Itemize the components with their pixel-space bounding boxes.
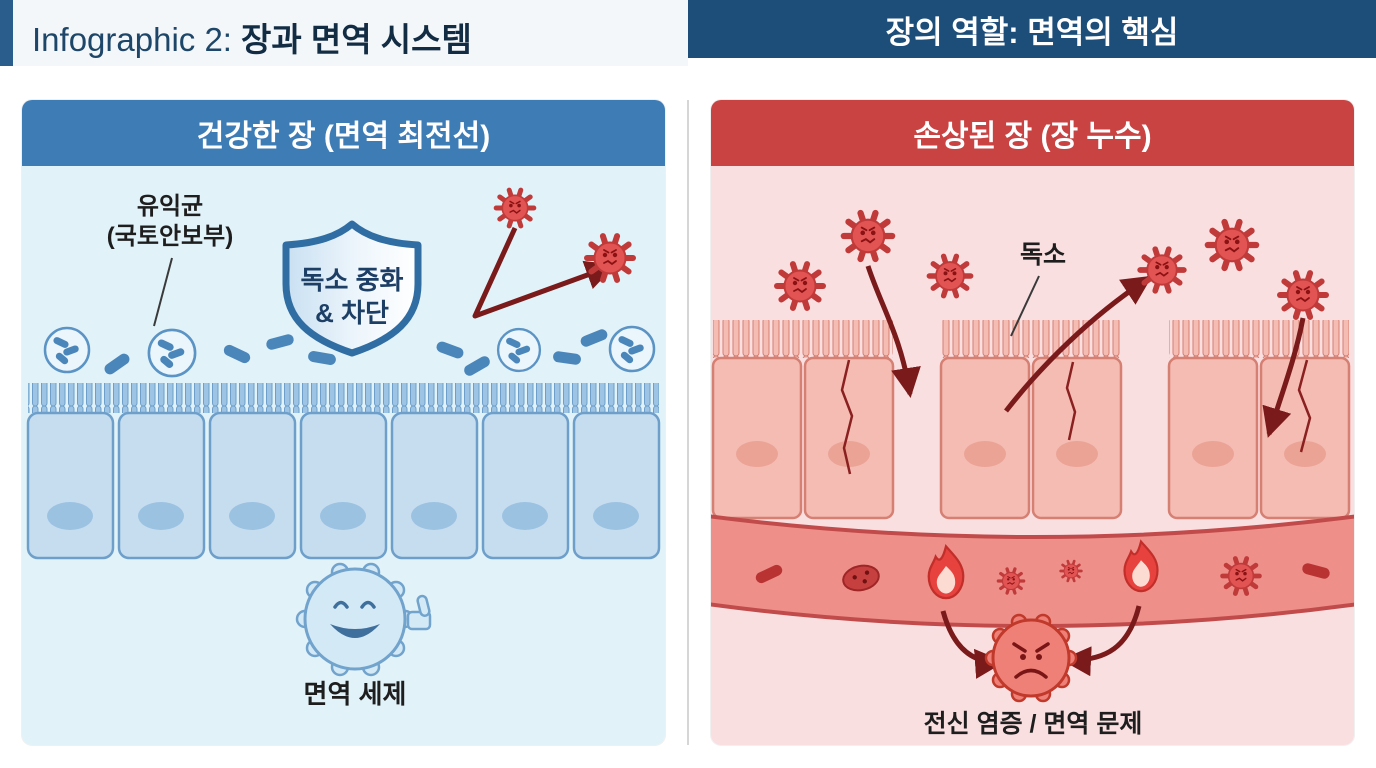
damaged-gut-panel: 손상된 장 (장 누수) (711, 100, 1354, 745)
header-accent-bar (0, 0, 13, 66)
spotted-germ-icon (842, 564, 880, 592)
section-title: 장의 역할: 면역의 핵심 (885, 14, 1179, 50)
toxin-virus-icon (844, 213, 892, 259)
leak-arrow-down-right (1262, 317, 1306, 438)
healthy-gut-scene: 유익균 (국토안보부) 독소 중화 & 차단 면역 세제 (22, 166, 665, 745)
good-bacteria-icon (43, 326, 91, 374)
toxin-virus-icon (1059, 559, 1083, 583)
thumbs-up-icon (406, 594, 432, 631)
beneficial-bacteria-label-line2: (국토안보부) (106, 223, 234, 250)
immune-cell-label: 면역 세제 (303, 679, 407, 709)
rod-bacteria-icon (578, 327, 610, 349)
page-title: Infographic 2:장과 면역 시스템 (32, 13, 472, 61)
damaged-epithelial-cells (711, 356, 1351, 520)
leak-arrow-up-middle (1004, 275, 1153, 413)
toxin-virus-icon (777, 264, 823, 308)
beneficial-bacteria-label-line1: 유익균 (136, 193, 204, 220)
toxin-virus-icon (496, 190, 534, 226)
header-left-section: Infographic 2:장과 면역 시스템 (0, 0, 688, 66)
header-right-section: 장의 역할: 면역의 핵심 (688, 0, 1376, 58)
immune-cell-icon (295, 562, 432, 677)
beneficial-bacteria-label: 유익균 (국토안보부) (60, 192, 280, 252)
toxin-virus-icon (1140, 249, 1184, 291)
epithelial-cells (26, 411, 661, 560)
shield-label: 독소 중화 & 차단 (280, 264, 424, 329)
damaged-gut-illustration (711, 166, 1354, 703)
toxin-virus-icon (587, 236, 633, 280)
toxin-virus-icon (996, 567, 1026, 595)
rod-bacteria-icon (102, 351, 132, 377)
damaged-cell-nuclei (736, 441, 1326, 467)
damaged-gut-scene: 독소 전신 염증 / 면역 문제 (711, 166, 1354, 745)
outcome-label: 전신 염증 / 면역 문제 (923, 710, 1143, 738)
healthy-gut-panel-title: 건강한 장 (면역 최전선) (22, 100, 665, 166)
blood-vessel-contents (753, 540, 1331, 600)
damaged-microvilli-layer (713, 320, 1349, 358)
good-bacteria-icon (147, 328, 197, 378)
rod-bacteria-icon (462, 354, 492, 378)
leak-arrow-down-left (865, 265, 921, 398)
rod-bacteria-icon (265, 333, 295, 351)
page-header: Infographic 2:장과 면역 시스템 장의 역할: 면역의 핵심 (0, 0, 1376, 66)
good-bacteria-icon (496, 327, 542, 373)
blood-vessel (711, 514, 1354, 628)
toxin-virus-icon (1280, 273, 1326, 317)
rod-bacteria-icon (307, 350, 337, 366)
panel-divider (687, 100, 689, 745)
cell-cracks (840, 359, 1312, 475)
inflammation-arrow-right (1061, 605, 1142, 677)
inflamed-cell-icon (984, 613, 1078, 703)
shield-label-line1: 독소 중화 (300, 265, 404, 295)
frown-mouth (1014, 668, 1048, 679)
cell-nuclei (47, 502, 639, 530)
immune-cell-eyes (333, 600, 376, 609)
healthy-gut-illustration (26, 166, 661, 677)
toxin-label: 독소 (1019, 241, 1066, 269)
immune-cell-smile (330, 624, 380, 638)
toxin-virus-icon (929, 256, 970, 295)
toxin-deflection-arrow (472, 226, 616, 319)
shield-label-line2: & 차단 (315, 297, 389, 328)
good-bacteria-icon (608, 325, 656, 373)
damaged-gut-panel-title: 손상된 장 (장 누수) (711, 100, 1354, 166)
page-title-prefix: Infographic 2: (32, 21, 232, 58)
angry-brows (1012, 642, 1050, 653)
toxin-virus-icon (1223, 558, 1260, 593)
toxin-virus-icon (1208, 222, 1256, 268)
rod-bacteria-icon (552, 350, 582, 366)
page-title-main: 장과 면역 시스템 (240, 21, 472, 58)
bacteria-label-connector (153, 257, 173, 327)
healthy-gut-panel: 건강한 장 (면역 최전선) (22, 100, 665, 745)
rod-bacteria-icon (221, 343, 253, 365)
microvilli-layer (28, 383, 659, 413)
toxin-label-connector (1010, 275, 1040, 337)
shield-icon (282, 220, 422, 357)
rod-bacteria-icon (434, 340, 466, 360)
